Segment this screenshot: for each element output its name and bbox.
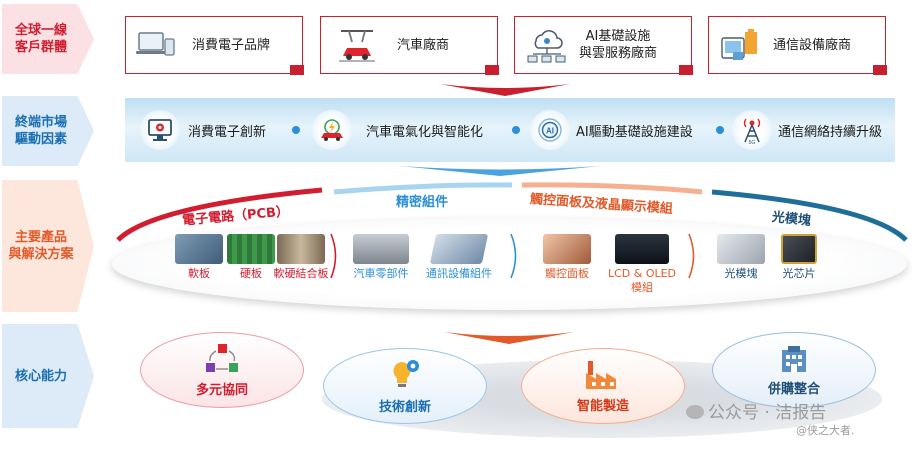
- product-lcd-oled: LCD & OLED 模組: [606, 234, 678, 295]
- product-comm-parts: 通訊設備組件: [424, 234, 494, 281]
- category-precision: 精密組件: [396, 195, 449, 210]
- hard-board-icon: [227, 234, 275, 264]
- product-soft-board: 軟板: [164, 234, 234, 281]
- monitor-gear-icon: [148, 119, 172, 141]
- driver-auto: 汽車電氣化與智能化: [312, 108, 483, 152]
- flow-arrow: [440, 84, 570, 96]
- svg-text:AI: AI: [546, 127, 554, 136]
- car-assembly-icon: [339, 30, 375, 62]
- svg-text:5G: 5G: [749, 140, 756, 145]
- electric-car-icon: [321, 119, 343, 141]
- customer-box-auto: 汽車廠商: [320, 16, 499, 75]
- customer-label: 消費電子品牌: [192, 37, 271, 53]
- customer-label: AI基礎設施 與雲服務廠商: [579, 29, 658, 61]
- products-ellipse: [112, 218, 907, 310]
- driver-label: 通信網絡持續升級: [778, 124, 883, 140]
- building-icon: [782, 345, 806, 372]
- wechat-icon: [686, 405, 704, 419]
- watermark-account: 公众号 · 洁报告: [686, 398, 826, 423]
- optical-chip-icon: [781, 234, 817, 264]
- row-label-customers: 全球一線 客戶群體: [2, 4, 94, 74]
- capability-innovation: 技術創新: [323, 348, 487, 424]
- comm-parts-icon: [429, 234, 489, 264]
- product-optical-chip: 光芯片: [764, 234, 834, 281]
- telecom-devices-icon: [721, 29, 757, 60]
- category-arcs: [116, 182, 908, 242]
- flow-arrow: [444, 332, 574, 344]
- customer-box-ai-cloud: AI基礎設施 與雲服務廠商: [514, 16, 693, 75]
- row-label-capabilities: 核心能力: [2, 324, 94, 428]
- product-auto-parts: 汽車零部件: [346, 234, 416, 281]
- product-hard-board: 硬板: [216, 234, 286, 281]
- separator-dot: [716, 126, 724, 134]
- product-touch-panel: 觸控面板: [532, 234, 602, 281]
- factory-icon: [586, 360, 616, 389]
- customer-label: 汽車廠商: [397, 37, 450, 53]
- laptop-phone-icon: [136, 32, 175, 56]
- category-optical: 光模塊: [771, 209, 812, 229]
- optical-module-icon: [717, 234, 765, 264]
- capability-mna: 併購整合: [712, 332, 876, 408]
- driver-telecom: 5G 通信網絡持續升級: [732, 108, 882, 152]
- product-optical-module: 光模塊: [706, 234, 776, 281]
- separator-bracket: [688, 233, 695, 279]
- lcd-oled-icon: [615, 234, 669, 264]
- row-label-drivers: 終端市場 驅動因素: [2, 96, 94, 166]
- cloud-network-icon: [527, 30, 566, 63]
- cycle-icon: [206, 343, 238, 372]
- driver-label: 消費電子創新: [188, 124, 267, 140]
- separator-bracket: [330, 233, 337, 279]
- signal-tower-icon: 5G: [743, 118, 761, 145]
- touch-panel-icon: [543, 234, 591, 264]
- driver-label: AI驅動基礎設施建設: [576, 124, 693, 140]
- customer-box-telecom: 通信設備廠商: [708, 16, 887, 75]
- separator-dot: [292, 126, 300, 134]
- driver-ai: AI AI驅動基礎設施建設: [530, 108, 693, 152]
- separator-dot: [512, 126, 520, 134]
- ai-chip-icon: AI: [538, 118, 562, 142]
- driver-consumer: 消費電子創新: [140, 108, 266, 152]
- separator-bracket: [510, 233, 517, 279]
- row-label-products: 主要產品 與解決方案: [2, 180, 94, 312]
- watermark-author: @侠之大者.: [796, 424, 855, 437]
- auto-parts-icon: [353, 234, 409, 264]
- lightbulb-gear-icon: [393, 359, 419, 387]
- product-rigid-flex: 軟硬結合板: [266, 234, 336, 281]
- soft-board-icon: [175, 234, 223, 264]
- capability-synergy: 多元協同: [140, 332, 304, 408]
- customer-label: 通信設備廠商: [773, 37, 852, 53]
- flow-arrow: [400, 166, 600, 176]
- capability-smart-manufacturing: 智能製造: [521, 348, 685, 424]
- customer-box-consumer: 消費電子品牌: [125, 16, 304, 75]
- rigid-flex-icon: [277, 234, 325, 264]
- driver-label: 汽車電氣化與智能化: [366, 124, 484, 140]
